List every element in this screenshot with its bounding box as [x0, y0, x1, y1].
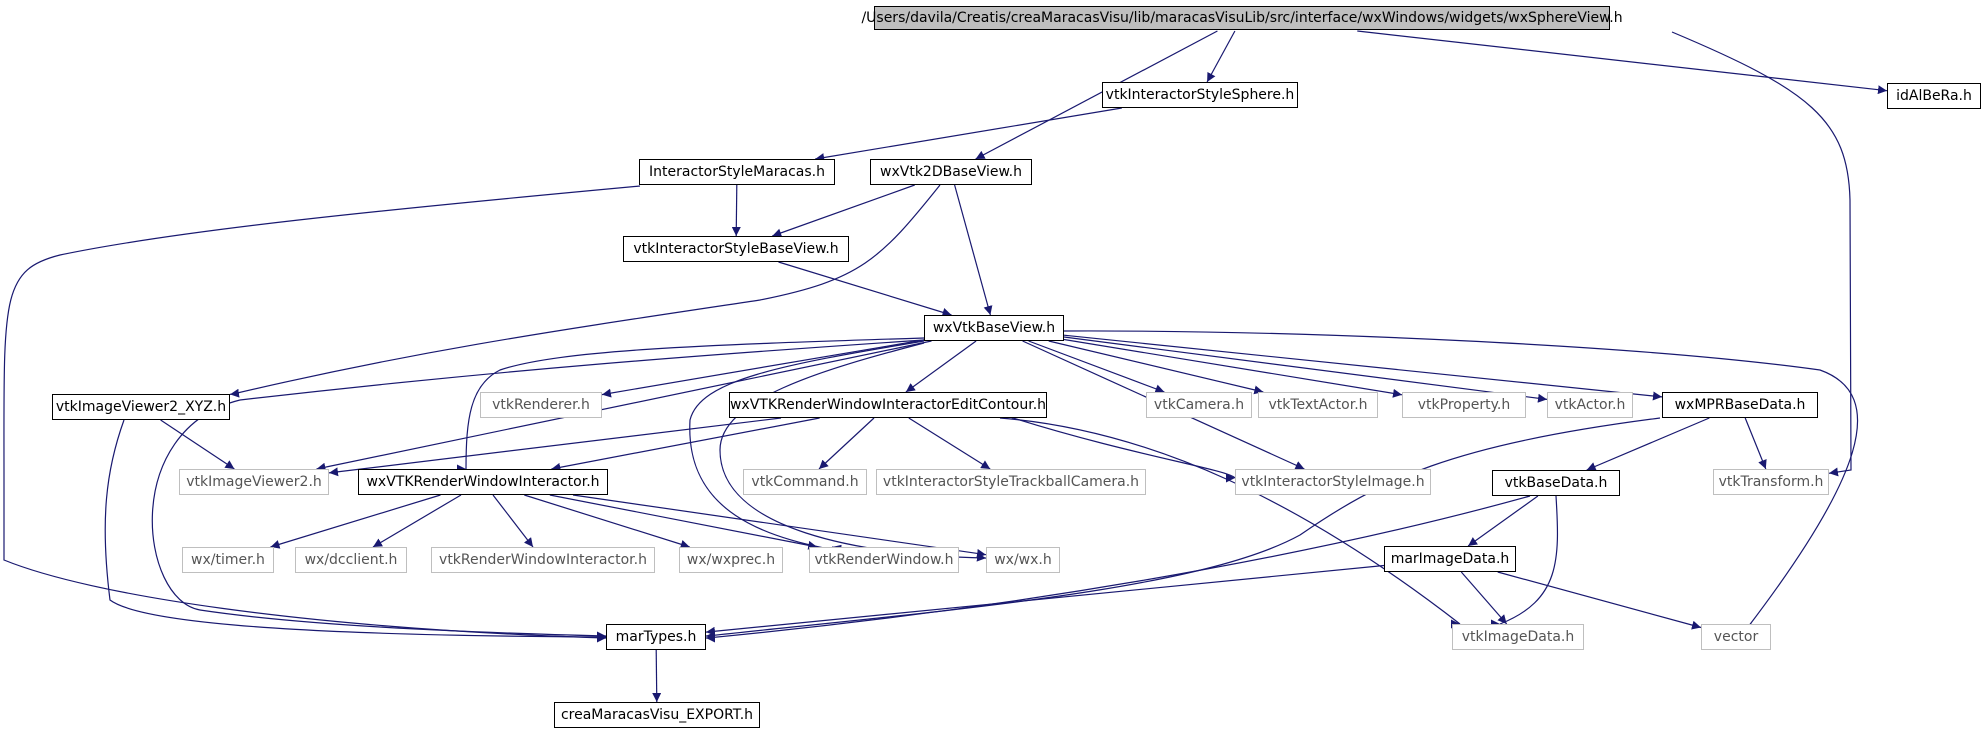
- edge-root-to-wx2d: [975, 30, 1218, 160]
- node-vcommand: vtkCommand.h: [743, 469, 867, 495]
- node-wxmpr[interactable]: wxMPRBaseData.h: [1662, 392, 1818, 418]
- node-viv2: vtkImageViewer2.h: [179, 469, 329, 495]
- node-vtextactor: vtkTextActor.h: [1258, 392, 1378, 418]
- node-marid[interactable]: marImageData.h: [1384, 546, 1516, 572]
- edge-wxrwi-to-wxprec: [524, 494, 690, 549]
- node-export[interactable]: creaMaracasVisu_EXPORT.h: [554, 702, 760, 728]
- node-vcamera: vtkCamera.h: [1146, 392, 1252, 418]
- node-wxtimer: wx/timer.h: [182, 547, 274, 573]
- node-wxprec: wx/wxprec.h: [679, 547, 783, 573]
- edge-root-to-vtransform: [1671, 31, 1852, 477]
- edge-wxec-to-vistc: [908, 417, 991, 470]
- node-vrwi: vtkRenderWindowInteractor.h: [431, 547, 655, 573]
- edge-wxrwi-to-wxtimer: [270, 494, 441, 549]
- node-vid: vtkImageData.h: [1452, 624, 1584, 650]
- edge-wx2d-to-iv2xyz: [229, 184, 941, 398]
- edge-wxvbv-to-wxrwi: [461, 337, 925, 470]
- edge-wxvbv-to-vtextactor: [1048, 340, 1264, 395]
- node-iv2xyz[interactable]: vtkImageViewer2_XYZ.h: [52, 394, 230, 420]
- edge-wxvbv-to-wxmpr: [1063, 334, 1663, 401]
- node-wxec[interactable]: wxVTKRenderWindowInteractorEditContour.h: [729, 392, 1047, 418]
- node-isbase[interactable]: vtkInteractorStyleBaseView.h: [623, 236, 849, 262]
- edge-vbd-to-marid: [1467, 495, 1539, 547]
- edge-iv2xyz-to-viv2: [160, 419, 235, 470]
- edge-isbase-to-wxvbv: [778, 261, 952, 317]
- node-wxdc: wx/dcclient.h: [295, 547, 407, 573]
- edge-wxrwi-to-vrw: [549, 494, 818, 550]
- node-vector: vector: [1701, 624, 1771, 650]
- edge-wxec-to-vid: [999, 417, 1461, 625]
- edge-iv2xyz-to-martypes: [104, 419, 606, 642]
- edge-wxrwi-to-vrwi: [492, 494, 534, 548]
- node-vactor: vtkActor.h: [1547, 392, 1633, 418]
- edge-wxec-to-wxrwi: [551, 417, 820, 472]
- edge-wxvbv-to-viv2: [316, 340, 932, 472]
- edge-wxvbv-to-vrw: [689, 340, 925, 555]
- edge-ismaracas-to-isbase: [731, 184, 741, 237]
- node-vbd[interactable]: vtkBaseData.h: [1492, 470, 1620, 496]
- node-wx2d[interactable]: wxVtk2DBaseView.h: [870, 159, 1032, 185]
- edge-wxvbv-to-vcamera: [1028, 340, 1165, 394]
- edge-wxmpr-to-vtransform: [1744, 417, 1767, 470]
- node-vtransform: vtkTransform.h: [1713, 469, 1829, 495]
- edge-root-to-idalbera: [1357, 30, 1888, 95]
- edge-vbd-to-vid: [1499, 495, 1559, 625]
- edge-marid-to-vid: [1460, 571, 1508, 625]
- edge-martypes-to-export: [652, 649, 662, 703]
- node-visphere[interactable]: vtkInteractorStyleSphere.h: [1102, 82, 1298, 108]
- edge-marid-to-martypes: [705, 564, 1385, 636]
- edge-wxec-to-viv2: [328, 417, 782, 477]
- edge-wxvbv-to-wxwx: [719, 342, 987, 562]
- node-wxvbv[interactable]: wxVtkBaseView.h: [924, 315, 1064, 341]
- edge-wx2d-to-wxvbv: [954, 184, 993, 316]
- edge-ismaracas-to-martypes: [3, 185, 641, 643]
- node-vrenderer: vtkRenderer.h: [480, 392, 602, 418]
- edge-wxvbv-to-vrenderer: [601, 339, 925, 398]
- node-wxrwi[interactable]: wxVTKRenderWindowInteractor.h: [358, 469, 608, 495]
- edge-wx2d-to-isbase: [772, 184, 915, 238]
- edge-wxvbv-to-vector: [1063, 330, 1859, 634]
- node-visi: vtkInteractorStyleImage.h: [1235, 469, 1431, 495]
- edge-wxvbv-to-vactor: [1063, 336, 1548, 403]
- edge-wxmpr-to-martypes: [706, 417, 1661, 641]
- edge-wxec-to-vcommand: [818, 417, 875, 470]
- node-martypes[interactable]: marTypes.h: [606, 624, 706, 650]
- node-vistc: vtkInteractorStyleTrackballCamera.h: [876, 469, 1146, 495]
- node-wxwx: wx/wx.h: [986, 547, 1060, 573]
- edge-wxvbv-to-vproperty: [1063, 338, 1403, 398]
- node-ismaracas[interactable]: InteractorStyleMaracas.h: [639, 159, 835, 185]
- node-vrw: vtkRenderWindow.h: [809, 547, 959, 573]
- edge-visphere-to-ismaracas: [815, 107, 1122, 162]
- edge-wxrwi-to-wxdc: [372, 494, 462, 548]
- edge-wxvbv-to-martypes: [151, 339, 925, 641]
- node-idalbera[interactable]: idAlBeRa.h: [1887, 83, 1981, 109]
- edge-root-to-visphere: [1206, 30, 1236, 83]
- node-vproperty: vtkProperty.h: [1402, 392, 1526, 418]
- edge-vbd-to-martypes: [706, 495, 1531, 643]
- node-root[interactable]: /Users/davila/Creatis/creaMaracasVisu/li…: [861, 6, 1623, 30]
- edge-marid-to-vector: [1497, 571, 1702, 630]
- edge-wxrwi-to-wxwx: [572, 494, 987, 558]
- edge-wxec-to-visi: [1009, 416, 1236, 479]
- edge-wxmpr-to-vbd: [1586, 417, 1710, 471]
- edge-wxvbv-to-wxec: [905, 340, 977, 393]
